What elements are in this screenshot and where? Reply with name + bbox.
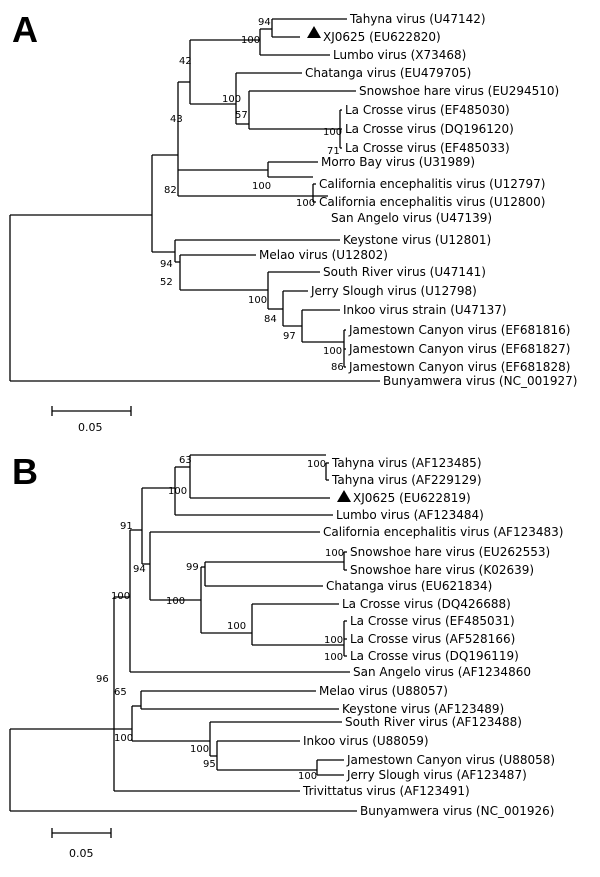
taxon-label: San Angelo virus (U47139) <box>331 211 492 225</box>
taxon-label: Jamestown Canyon virus (EF681828) <box>348 360 570 374</box>
bootstrap-value: 100 <box>252 181 271 192</box>
taxon-label: California encephalitis virus (U12800) <box>319 195 545 209</box>
taxon-label: Snowshoe hare virus (EU262553) <box>350 545 550 559</box>
panel-a: A <box>9 9 577 434</box>
bootstrap-value: 100 <box>324 652 343 663</box>
panel-a-scale-bar: 0.05 <box>51 406 132 434</box>
panel-b-letter: B <box>12 451 38 492</box>
bootstrap-value: 94 <box>160 259 173 270</box>
scale-bar-label: 0.05 <box>78 421 103 434</box>
bootstrap-value: 94 <box>133 564 146 575</box>
taxon-label: La Crosse virus (AF528166) <box>350 632 515 646</box>
taxon-label: Inkoo virus (U88059) <box>303 734 429 748</box>
taxon-label: Tahyna virus (U47142) <box>349 12 486 26</box>
taxon-label: Tahyna virus (AF123485) <box>331 456 482 470</box>
scale-bar-label: 0.05 <box>69 847 94 860</box>
taxon-label: Snowshoe hare virus (EU294510) <box>359 84 559 98</box>
bootstrap-value: 100 <box>307 459 326 470</box>
bootstrap-value: 100 <box>248 295 267 306</box>
taxon-label: Jamestown Canyon virus (U88058) <box>346 753 555 767</box>
taxon-label: Keystone virus (AF123489) <box>342 702 504 716</box>
taxon-label: Melao virus (U12802) <box>259 248 388 262</box>
taxon-label: XJ0625 (EU622820) <box>323 30 441 44</box>
panel-b-bootstrap-values: 100 63 100 91 100 94 99 100 100 100 100 … <box>96 455 344 782</box>
bootstrap-value: 95 <box>203 759 216 770</box>
panel-a-bootstrap-values: 94 100 42 100 57 100 71 43 82 100 100 94… <box>160 17 344 373</box>
bootstrap-value: 100 <box>323 346 342 357</box>
taxon-label: Jerry Slough virus (U12798) <box>310 284 477 298</box>
bootstrap-value: 100 <box>168 486 187 497</box>
taxon-label: South River virus (U47141) <box>323 265 486 279</box>
bootstrap-value: 97 <box>283 331 296 342</box>
taxon-label: Melao virus (U88057) <box>319 684 448 698</box>
taxon-label: Inkoo virus strain (U47137) <box>343 303 507 317</box>
taxon-label: Chatanga virus (EU479705) <box>305 66 471 80</box>
bootstrap-value: 43 <box>170 114 183 125</box>
bootstrap-value: 84 <box>264 314 277 325</box>
bootstrap-value: 100 <box>241 35 260 46</box>
taxon-label: Bunyamwera virus (NC_001926) <box>360 804 554 818</box>
taxon-label: La Crosse virus (DQ196120) <box>345 122 514 136</box>
triangle-marker-icon <box>307 26 321 38</box>
panel-a-letter: A <box>12 9 38 50</box>
bootstrap-value: 100 <box>222 94 241 105</box>
panel-a-taxon-labels: Tahyna virus (U47142) XJ0625 (EU622820) … <box>259 12 577 388</box>
bootstrap-value: 94 <box>258 17 271 28</box>
triangle-marker-icon <box>337 490 351 502</box>
taxon-label: La Crosse virus (EF485033) <box>345 141 510 155</box>
taxon-label: Trivittatus virus (AF123491) <box>302 784 470 798</box>
taxon-label: Bunyamwera virus (NC_001927) <box>383 374 577 388</box>
taxon-label: Jamestown Canyon virus (EF681827) <box>348 342 570 356</box>
taxon-label: La Crosse virus (EF485030) <box>345 103 510 117</box>
bootstrap-value: 52 <box>160 277 173 288</box>
taxon-label: South River virus (AF123488) <box>345 715 522 729</box>
taxon-label: Lumbo virus (AF123484) <box>336 508 484 522</box>
bootstrap-value: 65 <box>114 687 127 698</box>
bootstrap-value: 100 <box>227 621 246 632</box>
bootstrap-value: 100 <box>114 733 133 744</box>
bootstrap-value: 86 <box>331 362 344 373</box>
taxon-label: Keystone virus (U12801) <box>343 233 491 247</box>
bootstrap-value: 100 <box>111 591 130 602</box>
bootstrap-value: 100 <box>323 127 342 138</box>
taxon-label: La Crosse virus (DQ196119) <box>350 649 519 663</box>
panel-b-scale-bar: 0.05 <box>51 828 112 860</box>
bootstrap-value: 100 <box>298 771 317 782</box>
bootstrap-value: 91 <box>120 521 133 532</box>
bootstrap-value: 100 <box>296 198 315 209</box>
bootstrap-value: 57 <box>235 110 248 121</box>
bootstrap-value: 71 <box>327 146 340 157</box>
taxon-label: California encephalitis virus (U12797) <box>319 177 545 191</box>
taxon-label: Jamestown Canyon virus (EF681816) <box>348 323 570 337</box>
taxon-label: La Crosse virus (DQ426688) <box>342 597 511 611</box>
taxon-label: Morro Bay virus (U31989) <box>321 155 475 169</box>
taxon-label: San Angelo virus (AF1234860 <box>353 665 531 679</box>
panel-b: B <box>9 451 563 860</box>
taxon-label: Jerry Slough virus (AF123487) <box>346 768 527 782</box>
bootstrap-value: 96 <box>96 674 109 685</box>
bootstrap-value: 100 <box>324 635 343 646</box>
taxon-label: California encephalitis virus (AF123483) <box>323 525 563 539</box>
bootstrap-value: 100 <box>325 548 344 559</box>
taxon-label: XJ0625 (EU622819) <box>353 491 471 505</box>
taxon-label: Tahyna virus (AF229129) <box>331 473 482 487</box>
taxon-label: Snowshoe hare virus (K02639) <box>350 563 534 577</box>
bootstrap-value: 63 <box>179 455 192 466</box>
panel-b-tree-branches <box>9 454 357 812</box>
bootstrap-value: 42 <box>179 56 192 67</box>
bootstrap-value: 100 <box>166 596 185 607</box>
panel-a-tree-branches <box>9 18 380 382</box>
bootstrap-value: 99 <box>186 562 199 573</box>
panel-b-taxon-labels: Tahyna virus (AF123485) Tahyna virus (AF… <box>302 456 563 818</box>
bootstrap-value: 82 <box>164 185 177 196</box>
bootstrap-value: 100 <box>190 744 209 755</box>
taxon-label: La Crosse virus (EF485031) <box>350 614 515 628</box>
taxon-label: Chatanga virus (EU621834) <box>326 579 492 593</box>
taxon-label: Lumbo virus (X73468) <box>333 48 466 62</box>
